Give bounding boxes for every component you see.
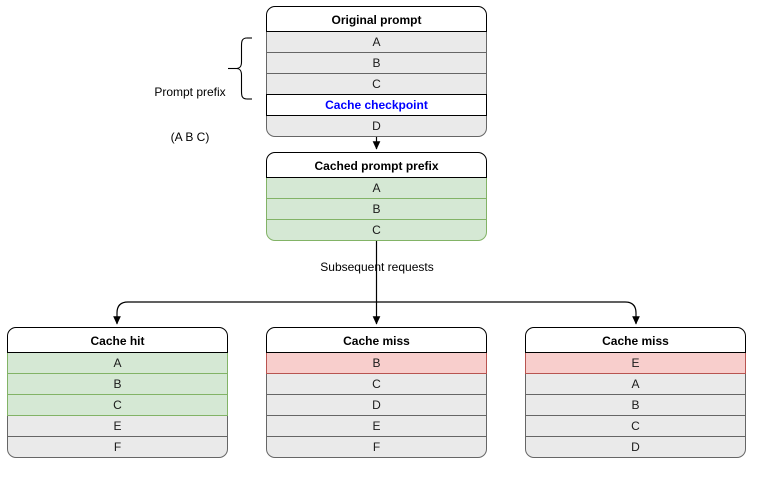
row-cache-miss-middle-2: D bbox=[266, 394, 487, 416]
row-cache-miss-right-4: D bbox=[525, 436, 746, 458]
row-cache-miss-right-2: B bbox=[525, 394, 746, 416]
subsequent-requests-label: Subsequent requests bbox=[320, 260, 434, 274]
row-cached-prompt-prefix-0: A bbox=[266, 177, 487, 199]
row-cache-miss-middle-4: F bbox=[266, 436, 487, 458]
row-cache-miss-middle-0: B bbox=[266, 352, 487, 374]
row-cache-miss-middle-1: C bbox=[266, 373, 487, 395]
row-cached-prompt-prefix-2: C bbox=[266, 219, 487, 241]
row-cache-hit-1: B bbox=[7, 373, 228, 395]
node-header-cache-miss-middle: Cache miss bbox=[266, 327, 487, 353]
row-cache-miss-right-1: A bbox=[525, 373, 746, 395]
row-cache-hit-0: A bbox=[7, 352, 228, 374]
node-header-cache-miss-right: Cache miss bbox=[525, 327, 746, 353]
node-header-cache-hit: Cache hit bbox=[7, 327, 228, 353]
row-cache-miss-right-3: C bbox=[525, 415, 746, 437]
prompt-prefix-label: Prompt prefix (A B C) bbox=[152, 55, 228, 175]
edge-branch-bus bbox=[113, 301, 640, 325]
row-original-prompt-0: A bbox=[266, 31, 487, 53]
row-original-prompt-1: B bbox=[266, 52, 487, 74]
row-cache-miss-middle-3: E bbox=[266, 415, 487, 437]
row-original-prompt-2: C bbox=[266, 73, 487, 95]
row-cached-prompt-prefix-1: B bbox=[266, 198, 487, 220]
node-header-original-prompt: Original prompt bbox=[266, 6, 487, 32]
row-original-prompt-4: D bbox=[266, 115, 487, 137]
row-cache-miss-right-0: E bbox=[525, 352, 746, 374]
prompt-prefix-brace bbox=[228, 37, 252, 100]
node-header-cached-prompt-prefix: Cached prompt prefix bbox=[266, 152, 487, 178]
row-cache-hit-3: E bbox=[7, 415, 228, 437]
prompt-prefix-label-line1: Prompt prefix bbox=[154, 85, 226, 99]
prompt-prefix-label-line2: (A B C) bbox=[170, 130, 210, 144]
row-cache-hit-2: C bbox=[7, 394, 228, 416]
row-original-prompt-3: Cache checkpoint bbox=[266, 94, 487, 116]
row-cache-hit-4: F bbox=[7, 436, 228, 458]
